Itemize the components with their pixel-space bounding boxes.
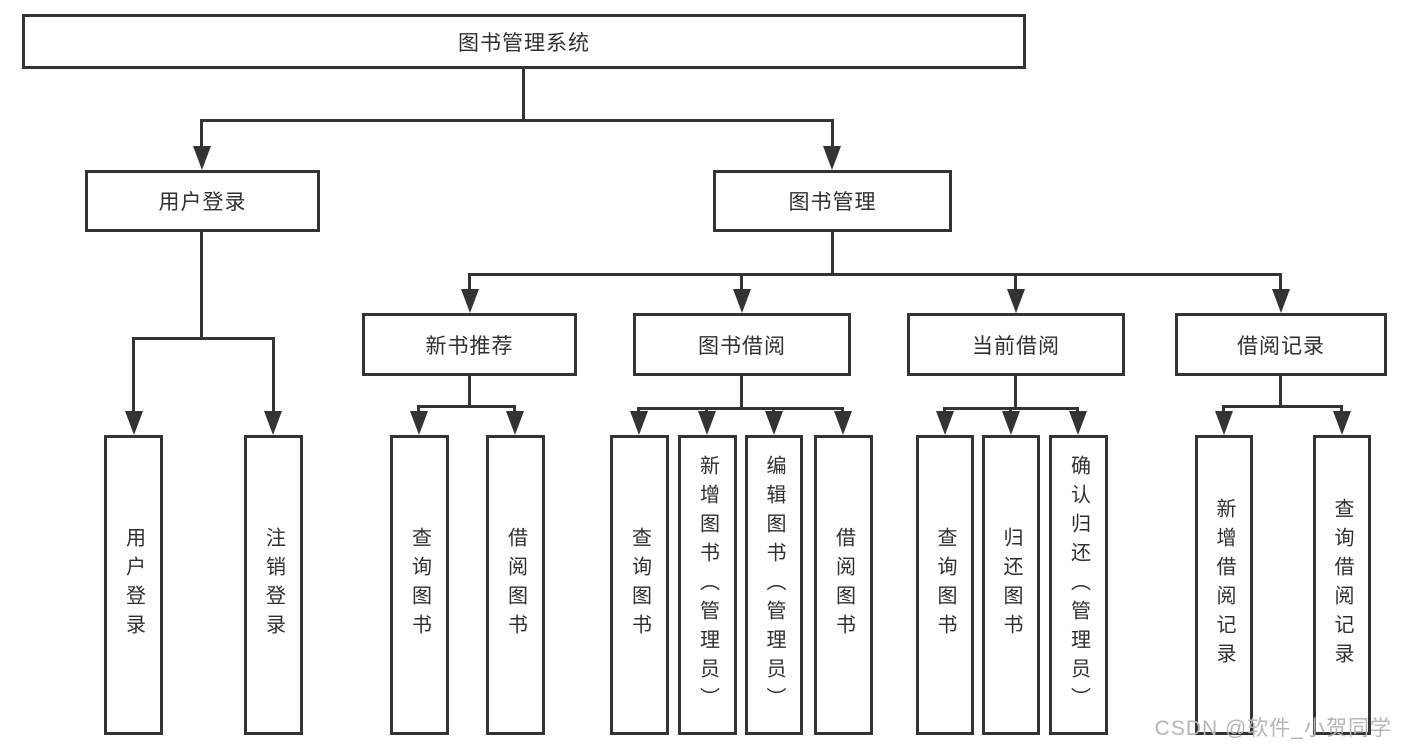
- connector-user-bar: [132, 337, 275, 340]
- leaf-label: 用户登录: [122, 527, 145, 643]
- leaf-label: 查询图书: [934, 527, 956, 643]
- arrowhead-down-icon: [193, 146, 211, 170]
- node-root: 图书管理系统: [22, 14, 1026, 69]
- arrowhead-down-icon: [630, 411, 648, 435]
- connector-bar: [1222, 405, 1343, 408]
- arrowhead-down-icon: [1333, 411, 1351, 435]
- leaf-label: 编辑图书（管理员）: [763, 454, 785, 716]
- leaf-confirm-return-admin: 确认归还（管理员）: [1049, 435, 1108, 735]
- arrowhead-down-icon: [506, 411, 524, 435]
- node-root-label: 图书管理系统: [458, 31, 590, 55]
- node-borrow-records: 借阅记录: [1175, 313, 1387, 376]
- leaf-label: 查询图书: [408, 527, 431, 643]
- csdn-watermark: CSDN @软件_小贺同学: [1154, 717, 1392, 740]
- arrowhead-down-icon: [1069, 411, 1087, 435]
- connector-drop: [1009, 407, 1012, 413]
- node-user-login-branch: 用户登录: [85, 170, 320, 232]
- leaf-query-borrow-record: 查询借阅记录: [1313, 435, 1371, 735]
- arrowhead-down-icon: [410, 411, 428, 435]
- leaf-return-books: 归还图书: [982, 435, 1040, 735]
- connector-drop: [1076, 407, 1079, 413]
- node-new-book-recommend: 新书推荐: [362, 313, 577, 376]
- connector-stem: [1279, 376, 1282, 405]
- connector-drop: [468, 273, 471, 291]
- connector-drop: [1340, 405, 1343, 413]
- arrowhead-down-icon: [765, 411, 783, 435]
- leaf-query-books-borrow: 查询图书: [610, 435, 669, 735]
- connector-book-stem: [831, 232, 834, 273]
- connector-drop: [513, 405, 516, 413]
- leaf-borrow-books: 借阅图书: [814, 435, 873, 735]
- node-label: 借阅记录: [1237, 334, 1325, 358]
- leaf-borrow-books-recommend: 借阅图书: [486, 435, 545, 735]
- leaf-label: 借阅图书: [832, 527, 855, 643]
- arrowhead-down-icon: [698, 411, 716, 435]
- node-label: 图书管理: [788, 191, 877, 214]
- arrowhead-down-icon: [1007, 289, 1025, 313]
- arrowhead-down-icon: [1002, 411, 1020, 435]
- connector-stem: [740, 376, 743, 407]
- connector-drop: [740, 273, 743, 291]
- node-book-management: 图书管理: [713, 170, 952, 232]
- arrowhead-down-icon: [125, 411, 143, 435]
- connector-drop: [943, 407, 946, 413]
- leaf-edit-book-admin: 编辑图书（管理员）: [745, 435, 803, 735]
- connector-stem: [468, 376, 471, 405]
- connector-bar: [637, 407, 844, 410]
- connector-drop: [705, 407, 708, 413]
- connector-drop: [1222, 405, 1225, 413]
- connector-stem: [1014, 376, 1017, 407]
- leaf-add-book-admin: 新增图书（管理员）: [678, 435, 737, 735]
- node-current-borrow: 当前借阅: [907, 313, 1125, 376]
- node-label: 用户登录: [158, 191, 247, 214]
- leaf-label: 查询借阅记录: [1331, 498, 1353, 672]
- connector-drop: [200, 119, 203, 149]
- connector-drop: [1014, 273, 1017, 291]
- arrowhead-down-icon: [733, 289, 751, 313]
- leaf-label: 确认归还（管理员）: [1067, 454, 1090, 716]
- leaf-logout: 注销登录: [244, 435, 303, 735]
- connector-level3-bar: [468, 273, 1282, 276]
- node-label: 图书借阅: [698, 334, 786, 358]
- arrowhead-down-icon: [264, 411, 282, 435]
- leaf-add-borrow-record: 新增借阅记录: [1195, 435, 1253, 735]
- leaf-user-login: 用户登录: [104, 435, 163, 735]
- connector-bar: [417, 405, 516, 408]
- connector-drop: [831, 119, 834, 149]
- connector-user-stem: [200, 232, 203, 337]
- connector-drop: [637, 407, 640, 413]
- connector-drop: [1279, 273, 1282, 291]
- leaf-label: 新增借阅记录: [1213, 498, 1235, 672]
- arrowhead-down-icon: [1215, 411, 1233, 435]
- arrowhead-down-icon: [823, 146, 841, 170]
- connector-drop: [772, 407, 775, 413]
- connector-drop: [841, 407, 844, 413]
- arrowhead-down-icon: [834, 411, 852, 435]
- leaf-query-books-recommend: 查询图书: [390, 435, 449, 735]
- leaf-label: 借阅图书: [504, 527, 527, 643]
- node-label: 当前借阅: [972, 334, 1060, 358]
- node-book-borrow: 图书借阅: [633, 313, 851, 376]
- arrowhead-down-icon: [936, 411, 954, 435]
- leaf-label: 归还图书: [1000, 527, 1022, 643]
- leaf-label: 新增图书（管理员）: [696, 454, 719, 716]
- arrowhead-down-icon: [461, 289, 479, 313]
- node-label: 新书推荐: [425, 334, 514, 358]
- leaf-label: 注销登录: [262, 527, 285, 643]
- leaf-label: 查询图书: [628, 527, 651, 643]
- connector-drop: [417, 405, 420, 413]
- connector-drop: [132, 337, 135, 413]
- leaf-query-books-current: 查询图书: [916, 435, 974, 735]
- connector-level1-bar: [200, 119, 834, 122]
- connector-root-stem: [522, 69, 525, 119]
- arrowhead-down-icon: [1272, 289, 1290, 313]
- connector-drop: [272, 337, 275, 413]
